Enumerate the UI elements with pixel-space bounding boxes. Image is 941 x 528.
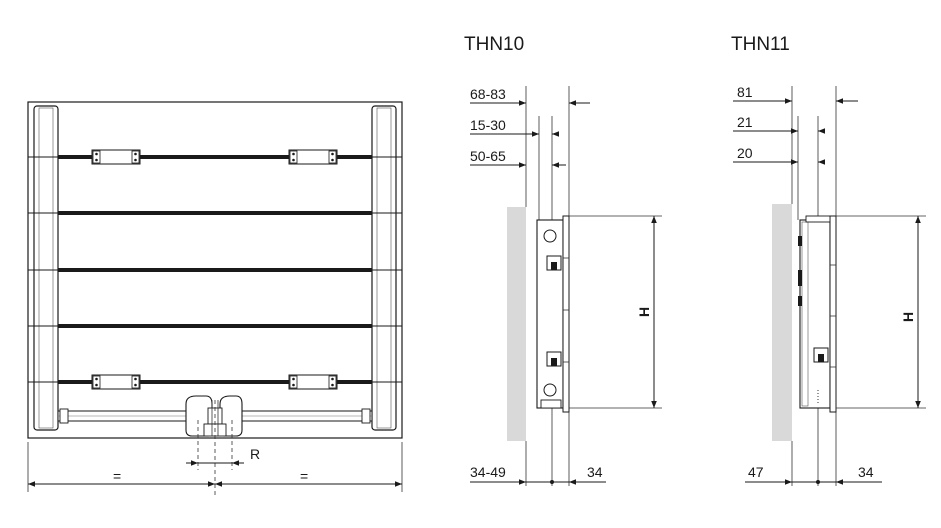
left-collector	[33, 105, 59, 431]
thn11-dim-top-1: 81	[733, 84, 858, 104]
thn10-wall	[507, 207, 526, 441]
svg-text:34-49: 34-49	[470, 464, 506, 480]
bracket-top-left	[91, 149, 141, 165]
thn10-side-view: THN10 68-83 15-30 50-65	[464, 34, 662, 486]
thn11-dim-top-3: 20	[733, 145, 825, 165]
thn10-dim-bottom: 34-49 34	[470, 441, 606, 486]
svg-text:21: 21	[737, 114, 753, 130]
svg-text:50-65: 50-65	[470, 148, 506, 164]
thn10-dim-height: H	[569, 215, 662, 409]
dimension-r: R	[186, 446, 260, 466]
bracket-bottom-left	[91, 374, 141, 390]
bracket-bottom-right	[288, 374, 338, 390]
thn10-radiator-body	[536, 215, 570, 413]
thn11-h-label: H	[900, 312, 916, 322]
thn11-dim-top-2: 21	[733, 114, 825, 134]
thn10-dim-top-2: 15-30	[470, 117, 559, 137]
thn11-dim-height: H	[836, 215, 926, 409]
dimension-width: = =	[27, 442, 403, 492]
panel-lines	[28, 155, 402, 384]
front-view: R = =	[27, 101, 403, 495]
svg-text:34: 34	[858, 464, 874, 480]
r-label: R	[250, 446, 260, 462]
svg-text:34: 34	[587, 464, 603, 480]
bracket-top-right	[288, 149, 338, 165]
thn10-dim-top-3: 50-65	[470, 148, 566, 168]
svg-text:81: 81	[737, 84, 753, 100]
thn11-dim-bottom: 47 34	[745, 441, 882, 486]
right-collector	[371, 105, 397, 431]
thn11-title: THN11	[731, 34, 790, 55]
width-right-label: =	[300, 468, 308, 484]
thn11-side-view: THN11 81 21 20	[731, 34, 926, 486]
svg-text:68-83: 68-83	[470, 86, 506, 102]
thn11-radiator-body	[798, 215, 837, 413]
thn10-h-label: H	[636, 307, 652, 317]
width-left-label: =	[113, 468, 121, 484]
svg-text:15-30: 15-30	[470, 117, 506, 133]
svg-text:47: 47	[748, 464, 764, 480]
thn10-dim-top-1: 68-83	[470, 86, 590, 106]
svg-text:20: 20	[737, 145, 753, 161]
thn11-wall	[772, 204, 792, 441]
thn10-title: THN10	[464, 34, 524, 55]
